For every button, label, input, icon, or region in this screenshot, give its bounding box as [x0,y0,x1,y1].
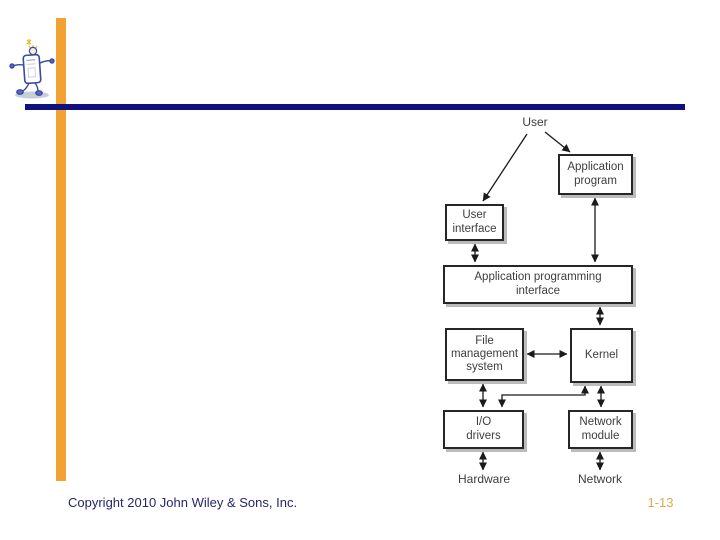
mascot-arms [9,58,55,69]
node-network: Network [577,472,622,486]
node-application-programming-interface: Application programming interface [443,265,633,304]
node-hardware: Hardware [457,472,511,486]
arrow-kernel-io-drivers-elbow [497,385,590,408]
mascot-body [22,53,42,85]
page-number: 1-13 [647,495,674,510]
node-file-management-system: File management system [445,328,524,381]
node-user-interface: User interface [445,204,504,241]
arrow-user-to-application-program [544,131,571,153]
node-network-module: Network module [568,410,633,449]
mascot-legs [16,82,43,96]
mascot-head [28,45,38,56]
node-kernel: Kernel [570,328,633,383]
arrow-user-to-user-interface [482,133,528,202]
node-io-drivers: I/O drivers [443,410,524,449]
title-rule [25,104,685,110]
walking-computer-mascot-icon [9,39,55,99]
copyright-text: Copyright 2010 John Wiley & Sons, Inc. [68,495,298,510]
node-application-program: Application program [558,154,633,195]
spark-icon [26,39,32,45]
accent-bar [56,18,66,481]
node-user: User [522,115,548,129]
